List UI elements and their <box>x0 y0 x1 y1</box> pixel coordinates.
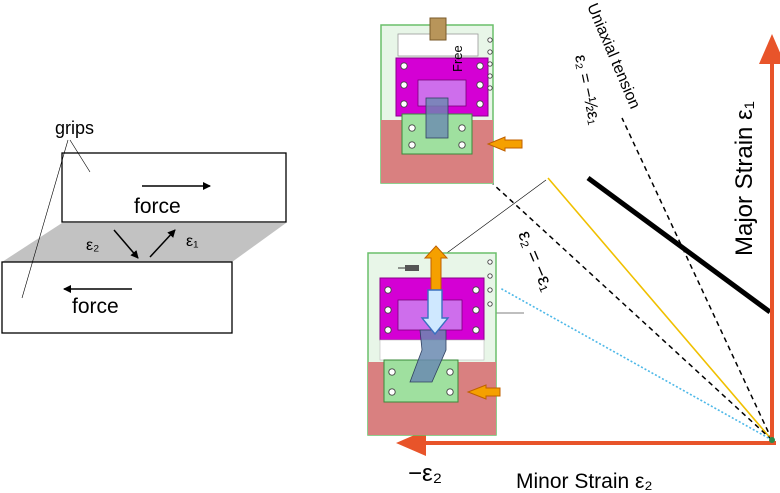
y-axis-label: Major Strain ε₁ <box>731 101 758 256</box>
half-shear-line <box>547 177 773 441</box>
fixture-top-rod <box>429 17 447 41</box>
dotted-blue-line <box>499 287 773 441</box>
fixture-bottom-bolts <box>384 259 493 396</box>
forming-limit-curve <box>586 175 772 315</box>
force-label-bottom: force <box>72 295 119 318</box>
fixture-bottom-down-arrow <box>420 289 450 336</box>
pure-shear-line <box>492 183 773 441</box>
x-axis-label: Minor Strain ε₂ <box>516 470 653 493</box>
fixture-bottom-push-arrow <box>466 384 501 400</box>
fixture-top-bolts <box>400 37 493 149</box>
x-axis-arrowhead <box>396 430 426 456</box>
force-label-top: force <box>134 195 181 218</box>
fixture-top-specimen <box>425 97 449 139</box>
origin-point <box>769 437 775 443</box>
fixture-top: Free <box>380 17 523 184</box>
fixture-top-push-arrow <box>486 136 523 152</box>
free-label: Free <box>450 45 465 72</box>
grips-leader-2 <box>21 139 69 299</box>
e1-label: ε₁ <box>186 233 199 250</box>
fixture-bottom <box>367 245 501 436</box>
gauge-section <box>2 223 286 262</box>
fixture-bottom-sensor <box>405 265 419 271</box>
e2-arrow <box>113 229 139 259</box>
e2-label: ε₂ <box>86 237 99 254</box>
eq-half-label: ε₂ = −½ε₁ <box>571 53 604 127</box>
bottom-grip <box>1 261 233 334</box>
shear-schematic: grips force force ε₂ ε₁ <box>1 118 287 334</box>
top-grip <box>61 152 287 223</box>
fixture-top-leader <box>439 179 547 259</box>
fixture-bottom-specimen <box>409 329 447 383</box>
grips-label: grips <box>55 118 94 138</box>
y-axis-arrowhead <box>759 34 780 64</box>
neg-e2-label: −ε₂ <box>408 460 442 487</box>
e1-arrow <box>149 229 176 258</box>
grips-leader-1 <box>69 139 91 173</box>
